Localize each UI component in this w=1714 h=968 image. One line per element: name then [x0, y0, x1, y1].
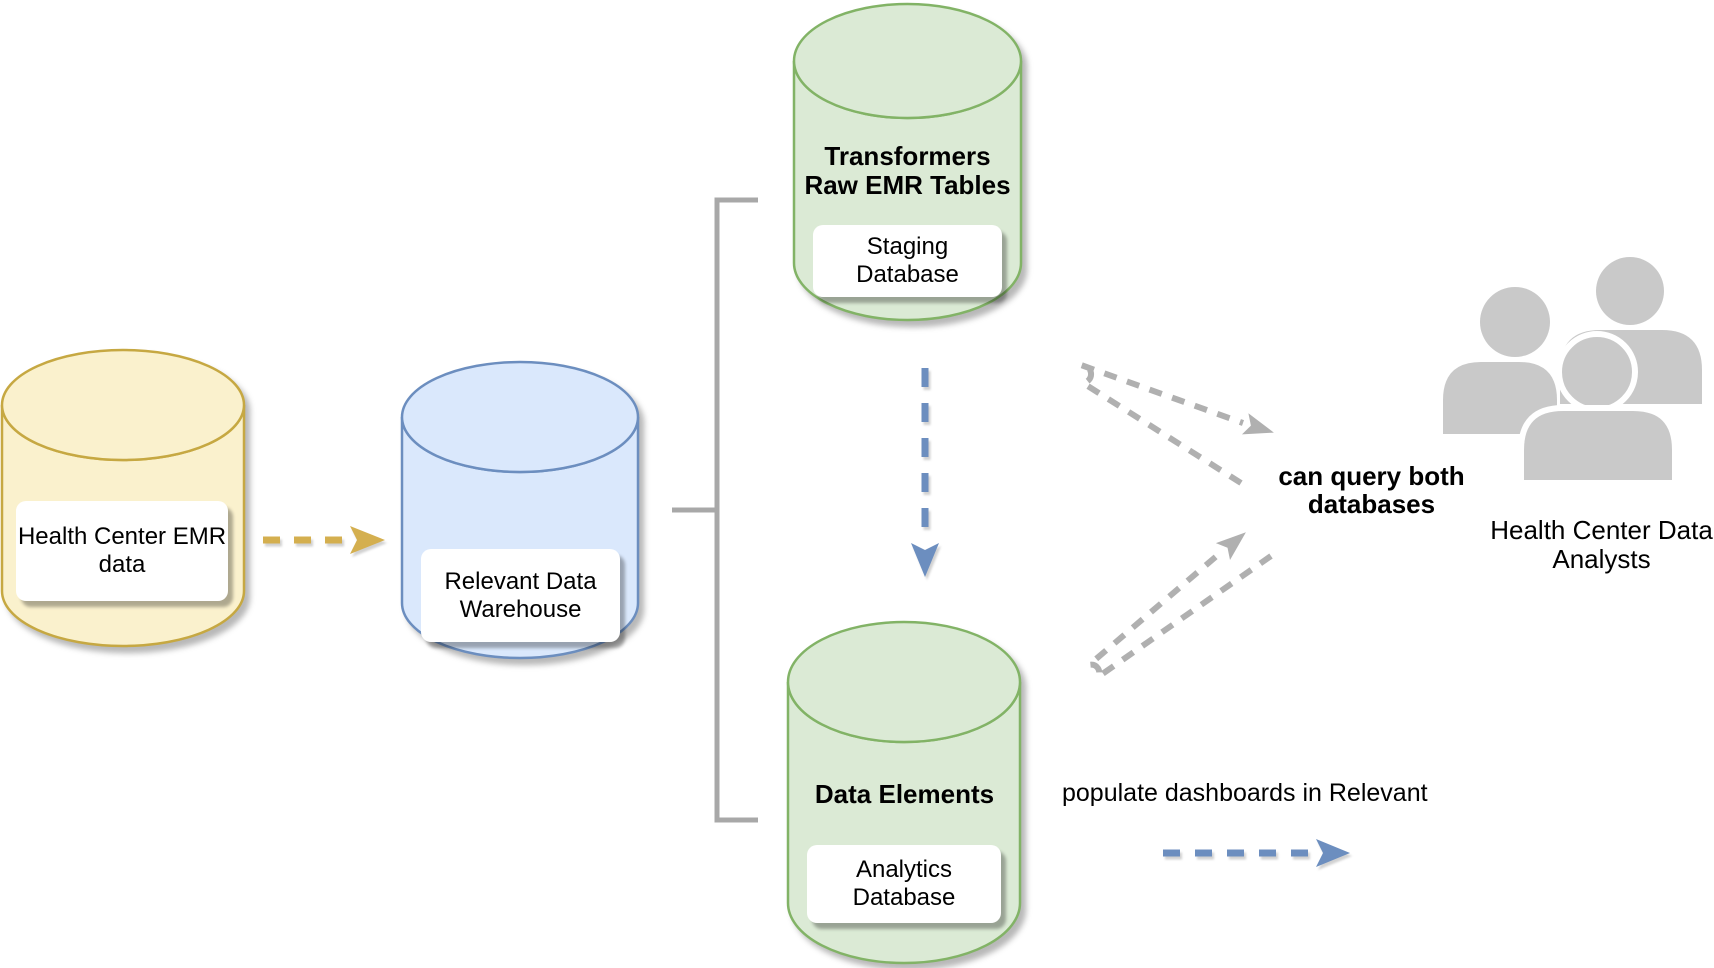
arrowhead-icon [1316, 839, 1350, 867]
populate-note: populate dashboards in Relevant [1062, 779, 1428, 807]
person-back-left-head [1480, 287, 1550, 357]
staging-node-title: Transformers Raw EMR Tables [804, 141, 1011, 200]
analysts-label: Health Center Data Analysts [1490, 515, 1713, 574]
staging-to-analytics-arrow [911, 368, 939, 577]
arrowhead-icon [1215, 532, 1246, 560]
cylinder-top [400, 360, 640, 474]
warehouse-node-label: Relevant Data Warehouse [421, 549, 620, 642]
arrow-line [1087, 551, 1273, 680]
emr-database-cylinder [0, 348, 246, 648]
cylinder-top [0, 348, 246, 462]
people-group-icon [1443, 257, 1702, 486]
staging-node-label: Staging Database [813, 225, 1002, 297]
cylinder-top [786, 620, 1022, 744]
person-front-head [1556, 331, 1638, 413]
analytics-node-label: Analytics Database [807, 845, 1001, 923]
emr-to-warehouse-arrow [263, 526, 385, 554]
populate-dashboards-arrow [1163, 839, 1350, 867]
staging-to-analysts-query-arrow [1074, 361, 1274, 486]
person-back-left-body [1443, 362, 1557, 434]
person-back-right-head [1596, 257, 1664, 325]
person-front-body [1518, 405, 1678, 486]
arrowhead-icon [350, 526, 385, 554]
analytics-node-title: Data Elements [814, 779, 995, 809]
arrow-line [1074, 361, 1245, 486]
analytics-to-analysts-query-arrow [1087, 532, 1273, 680]
warehouse-to-databases-bracket [672, 197, 758, 823]
cylinder-top [792, 2, 1023, 120]
arrowhead-icon [911, 543, 939, 577]
emr-node-label: Health Center EMR data [16, 501, 228, 601]
query-note: can query both databases [1278, 461, 1465, 519]
arrowhead-icon [1241, 413, 1274, 435]
